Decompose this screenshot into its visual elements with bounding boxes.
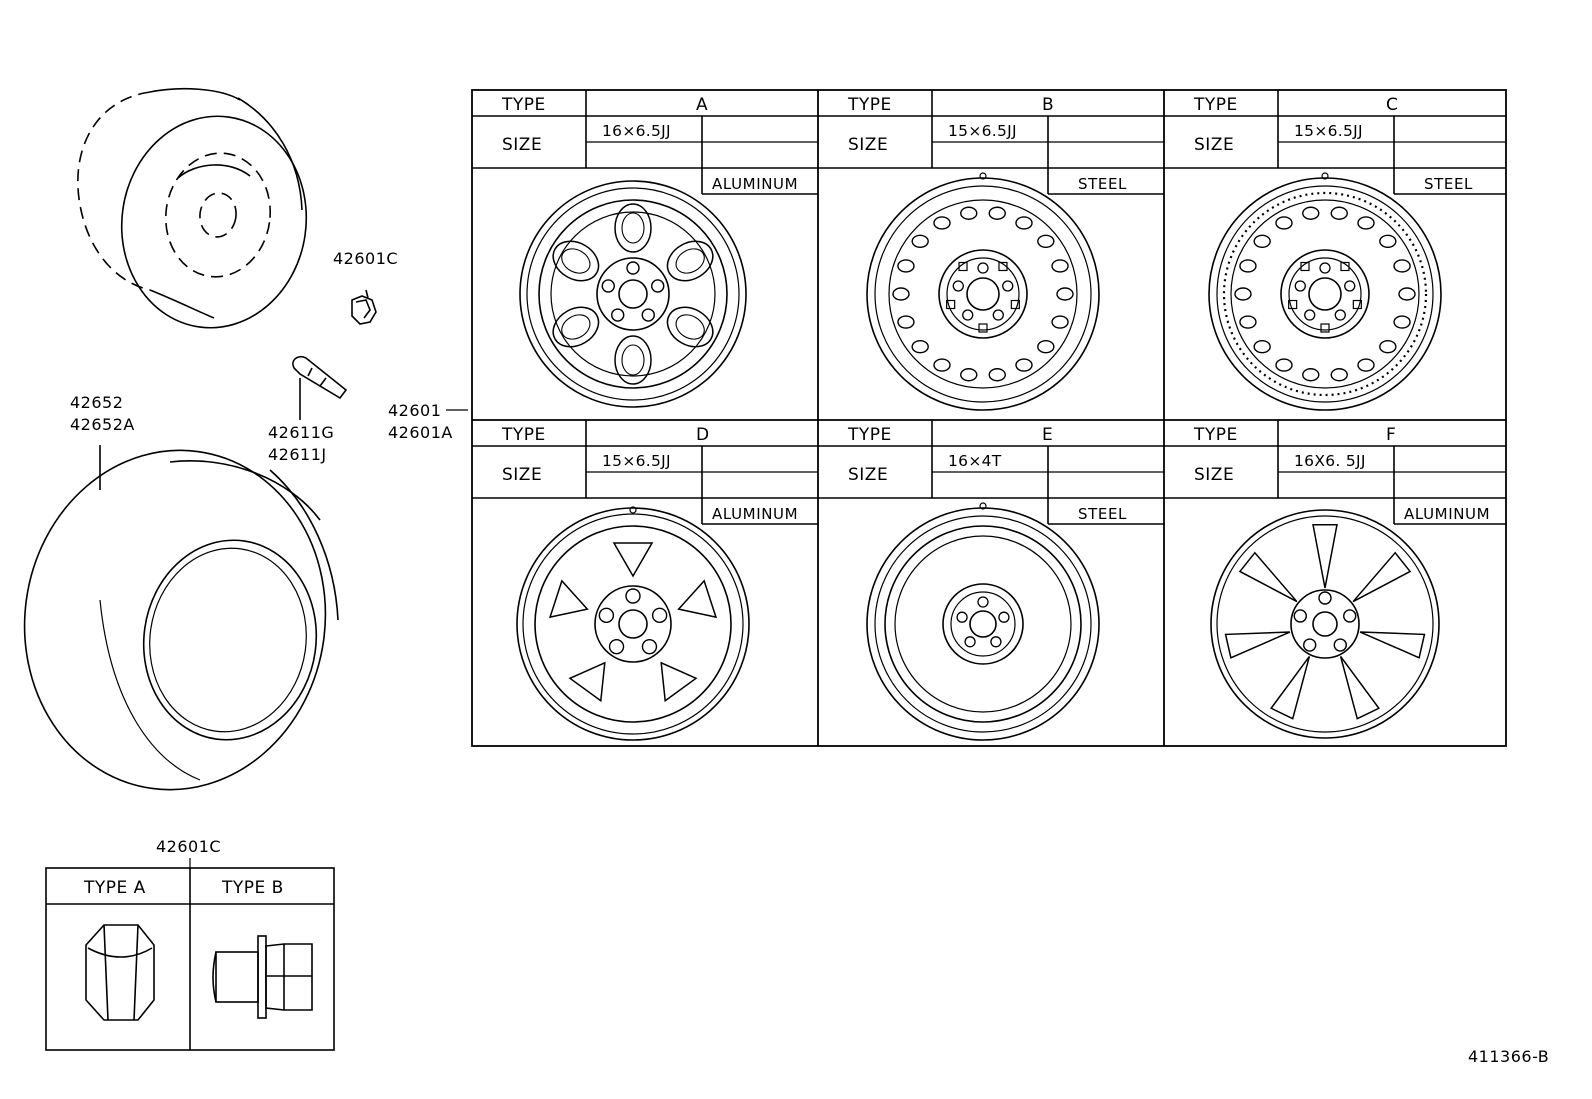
- nut-type-table: TYPE A TYPE B: [45, 867, 335, 1051]
- size-label: SIZE: [502, 135, 542, 155]
- tire-illustration: [23, 445, 339, 791]
- wheel-type-table: TYPE A SIZE 16×6.5JJ ALUMINUM TYPE B SIZE 15×6.5…: [471, 89, 1507, 747]
- wheel-illustration-b: [866, 172, 1100, 411]
- valve-stem-illustration: [292, 355, 348, 420]
- callout-42601: 42601: [388, 401, 441, 420]
- callout-42601c-top: 42601C: [333, 249, 398, 268]
- wheel-cell-e: TYPE E SIZE 16×4T STEEL: [818, 420, 1164, 741]
- wheel-cell-c: TYPE C SIZE 15×6.5JJ STEEL: [1164, 90, 1506, 411]
- callout-42611j: 42611J: [268, 445, 327, 464]
- size-value: 15×6.5JJ: [602, 452, 671, 470]
- callout-42652: 42652: [70, 393, 123, 412]
- material-value: STEEL: [1424, 175, 1473, 193]
- callout-42601c-table: 42601C: [156, 837, 221, 856]
- type-value: A: [696, 95, 708, 115]
- size-value: 15×6.5JJ: [948, 122, 1017, 140]
- size-value: 16X6. 5JJ: [1294, 452, 1366, 470]
- figure-id: 411366-B: [1468, 1047, 1549, 1066]
- material-value: ALUMINUM: [712, 505, 798, 523]
- type-label: TYPE: [501, 95, 546, 115]
- type-value: F: [1386, 425, 1396, 445]
- type-value: E: [1042, 425, 1053, 445]
- wheel-cell-a: TYPE A SIZE 16×6.5JJ ALUMINUM: [472, 90, 818, 408]
- flange-nut-illustration: [212, 935, 313, 1019]
- material-value: STEEL: [1078, 175, 1127, 193]
- size-label: SIZE: [848, 465, 888, 485]
- size-label: SIZE: [1194, 135, 1234, 155]
- wheel-cell-d: TYPE D SIZE 15×6.5JJ ALUMINUM: [472, 420, 818, 741]
- callout-42611g: 42611G: [268, 423, 334, 442]
- type-label: TYPE: [847, 95, 892, 115]
- type-label: TYPE: [501, 425, 546, 445]
- wheel-illustration-c: [1208, 172, 1442, 411]
- size-value: 16×6.5JJ: [602, 122, 671, 140]
- wheel-table-frame: [471, 89, 1507, 747]
- wheel-cell-b: TYPE B SIZE 15×6.5JJ STEEL: [818, 90, 1164, 411]
- type-value: D: [696, 425, 710, 445]
- material-value: STEEL: [1078, 505, 1127, 523]
- acorn-nut-illustration: [85, 924, 155, 1021]
- material-value: ALUMINUM: [1404, 505, 1490, 523]
- nut-type-b-label: TYPE B: [221, 878, 284, 898]
- wheel-illustration-f: [1210, 509, 1440, 739]
- wheel-cell-f: TYPE F SIZE 16X6. 5JJ ALUMINUM: [1164, 420, 1506, 739]
- material-value: ALUMINUM: [712, 175, 798, 193]
- type-value: C: [1386, 95, 1398, 115]
- wheel-illustration-d: [516, 506, 750, 741]
- type-label: TYPE: [847, 425, 892, 445]
- wheel-illustration-e: [866, 502, 1100, 741]
- type-value: B: [1042, 95, 1054, 115]
- wheel-illustration-a: [519, 180, 747, 408]
- spare-wheel-illustration: [77, 87, 308, 329]
- size-label: SIZE: [848, 135, 888, 155]
- size-label: SIZE: [1194, 465, 1234, 485]
- type-label: TYPE: [1193, 425, 1238, 445]
- size-value: 16×4T: [948, 452, 1002, 470]
- nut-type-a-label: TYPE A: [83, 878, 146, 898]
- type-label: TYPE: [1193, 95, 1238, 115]
- size-value: 15×6.5JJ: [1294, 122, 1363, 140]
- size-label: SIZE: [502, 465, 542, 485]
- callout-42652a: 42652A: [70, 415, 135, 434]
- wheel-nut-illustration: [351, 289, 377, 325]
- callout-42601a: 42601A: [388, 423, 453, 442]
